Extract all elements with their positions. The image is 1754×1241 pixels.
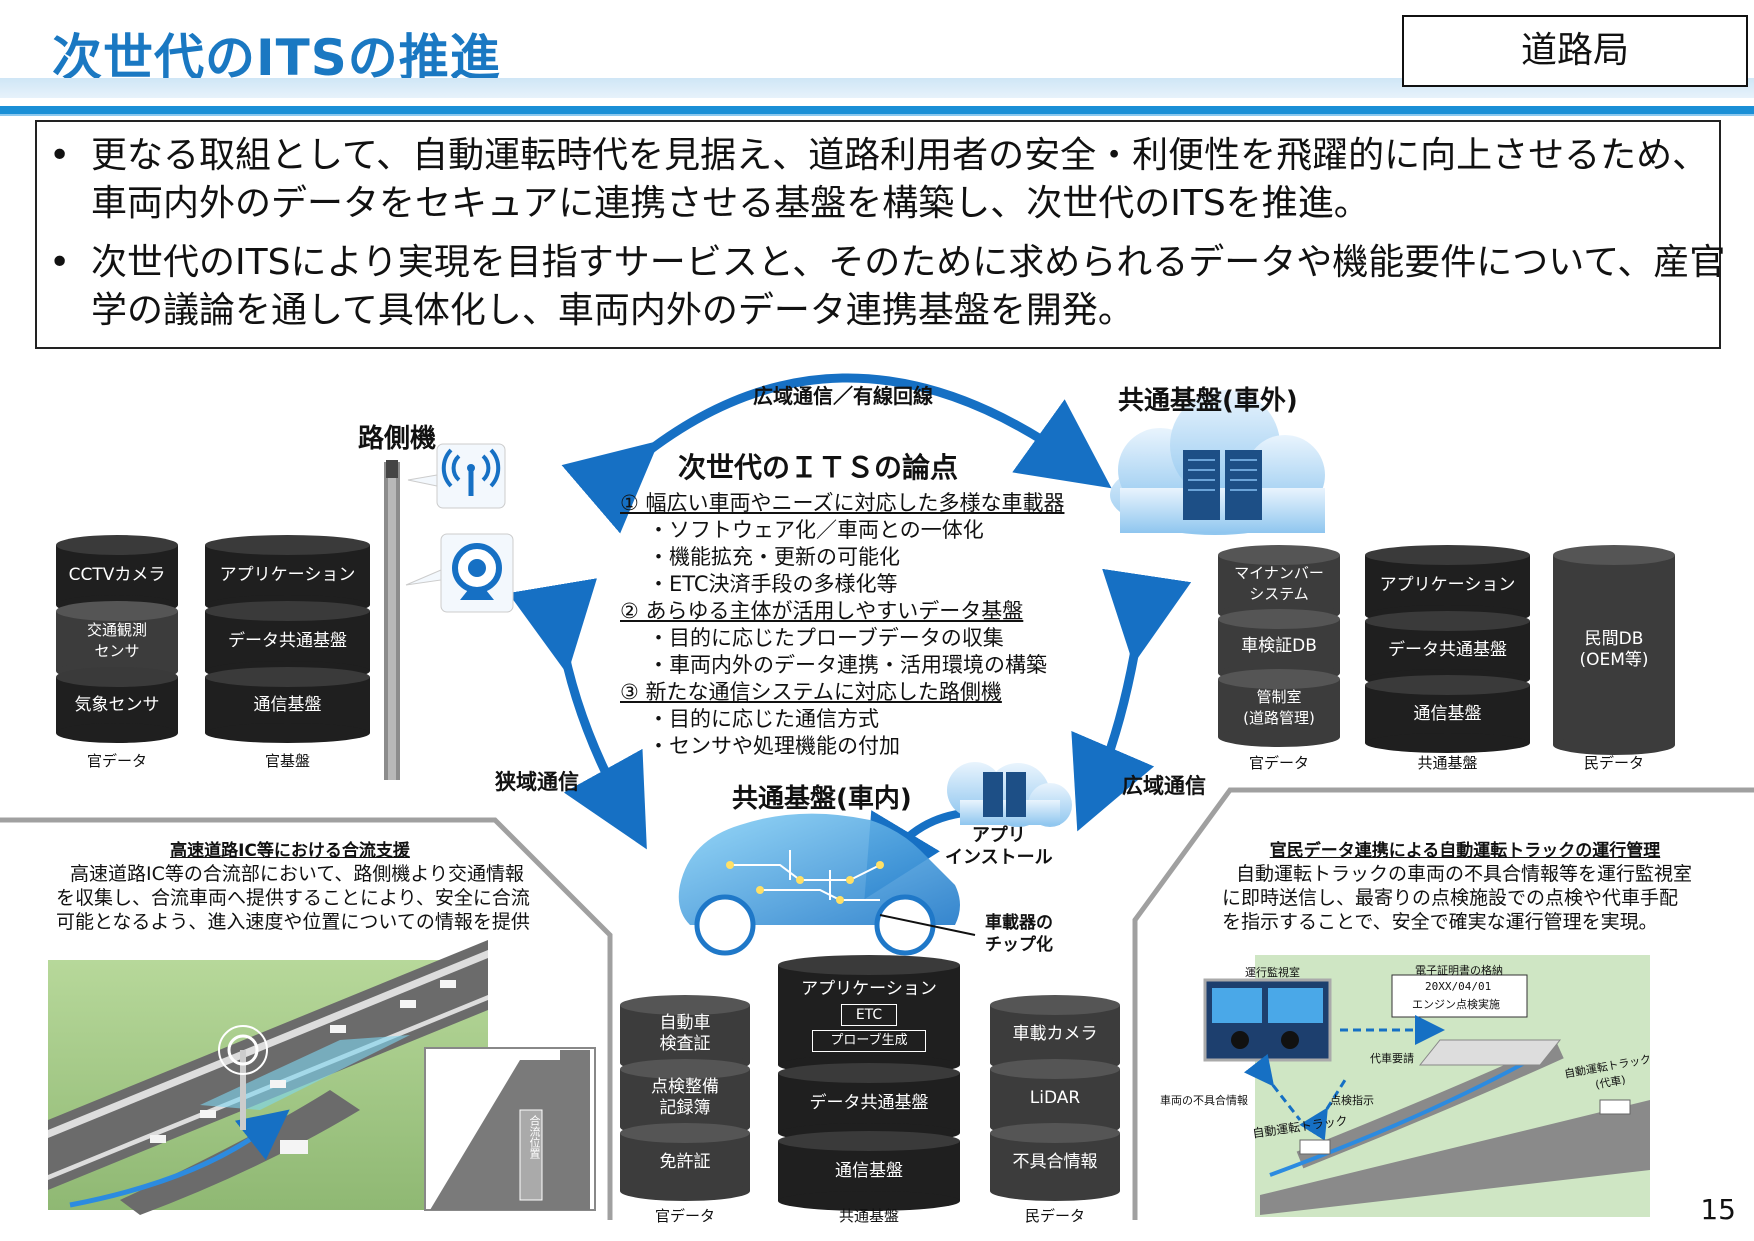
left-arrow xyxy=(508,578,647,850)
point-item: ・目的に応じたプローブデータの収集 xyxy=(648,626,1004,650)
cyl-segment: 管制室 (道路管理) xyxy=(1218,669,1340,747)
cyl-segment: 自動車 検査証 xyxy=(620,995,750,1073)
caption: 官データ xyxy=(654,1207,715,1225)
truck-management-scene xyxy=(1203,955,1650,1217)
cyl-segment: 民間DB (OEM等) xyxy=(1553,545,1675,755)
cyl-segment: データ共通基盤 xyxy=(205,601,370,681)
cyl-segment: アプリケーション xyxy=(1365,545,1530,625)
bullet-dot: • xyxy=(49,135,71,176)
points-list: ① 幅広い車両やニーズに対応した多様な車載器 ・ソフトウェア化／車両との一体化 … xyxy=(620,490,1064,760)
caption: 共通基盤 xyxy=(1417,754,1478,772)
cyl-segment: アプリケーション ETC プローブ生成 xyxy=(778,955,960,1075)
caption: 民データ xyxy=(1583,754,1644,772)
inside-priv-cylinder: 車載カメラ LiDAR 不具合情報 xyxy=(990,995,1120,1201)
roadside-label: 路側機 xyxy=(358,424,437,454)
caption: 民データ xyxy=(1024,1207,1085,1225)
header-rule-light xyxy=(0,114,1754,116)
probe-box: プローブ生成 xyxy=(812,1029,926,1052)
cloud-icon xyxy=(1110,390,1325,535)
caption: 官基盤 xyxy=(264,752,310,770)
outside-priv-cylinder: 民間DB (OEM等) xyxy=(1553,545,1675,755)
cyl-segment: 車載カメラ xyxy=(990,995,1120,1073)
app-cloud-icon xyxy=(947,762,1072,827)
cyl-segment: 不具合情報 xyxy=(990,1123,1120,1201)
cyl-segment: 気象センサ xyxy=(56,667,178,743)
outside-gov-cylinder: マイナンバー システム 車検証DB 管制室 (道路管理) xyxy=(1218,545,1340,747)
caption: 官データ xyxy=(86,752,147,770)
arrow-label-right: 広域通信 xyxy=(1122,774,1206,798)
inside-label: 共通基盤(車内) xyxy=(732,784,912,814)
right-case-heading: 官民データ連携による自動運転トラックの運行管理 xyxy=(1269,841,1661,861)
left-case-text: 高速道路IC等の合流部において、路側機より交通情報を収集し、合流車両へ提供するこ… xyxy=(56,863,530,933)
summary-box: • 更なる取組として、自動運転時代を見据え、道路利用者の安全・利便性を飛躍的に向… xyxy=(35,120,1725,349)
cyl-segment: 免許証 xyxy=(620,1123,750,1201)
right-case-text: 自動運転トラックの車両の不具合情報等を運行監視室に即時送信し、最寄りの点検施設で… xyxy=(1222,863,1693,933)
expressway-scene xyxy=(48,940,596,1215)
cyl-segment: マイナンバー システム xyxy=(1218,545,1340,623)
cyl-segment: 交通観測 センサ xyxy=(56,601,178,681)
arrow-label-top: 広域通信／有線回線 xyxy=(753,384,933,408)
inspect-command-label: 点検指示 xyxy=(1330,1094,1374,1107)
cyl-segment: データ共通基盤 xyxy=(1365,611,1530,689)
right-frame xyxy=(1132,787,1754,1220)
cert-text: エンジン点検実施 xyxy=(1412,998,1500,1011)
left-case-heading: 高速道路IC等における合流支援 xyxy=(170,841,410,861)
point-title: ③ 新たな通信システムに対応した路側機 xyxy=(620,680,1002,704)
cyl-segment: 通信基盤 xyxy=(205,667,370,743)
arrow-label-left: 狭域通信 xyxy=(495,770,579,794)
page-title: 次世代のITSの推進 xyxy=(52,29,501,87)
cyl-segment: CCTVカメラ xyxy=(56,535,178,615)
cyl-segment: 通信基盤 xyxy=(1365,675,1530,753)
roadside-gov-cylinder: CCTVカメラ 交通観測 センサ 気象センサ xyxy=(56,535,178,743)
cyl-segment: アプリケーション xyxy=(205,535,370,615)
left-frame xyxy=(0,817,613,1220)
point-item: ・センサや処理機能の付加 xyxy=(648,734,900,758)
bullet-text: 次世代のITSにより実現を目指すサービスと、そのために求められるデータや機能要件… xyxy=(91,242,1726,331)
point-item: ・機能拡充・更新の可能化 xyxy=(648,545,900,569)
point-title: ① 幅広い車両やニーズに対応した多様な車載器 xyxy=(620,491,1065,515)
base-app-label: アプリケーション xyxy=(801,978,937,999)
etc-box: ETC xyxy=(841,1003,897,1026)
chip-label: 車載器の チップ化 xyxy=(985,913,1053,955)
cyl-segment: 点検整備 記録簿 xyxy=(620,1059,750,1137)
point-item: ・目的に応じた通信方式 xyxy=(648,707,879,731)
points-heading: 次世代のＩＴＳの論点 xyxy=(678,451,959,484)
cyl-segment: 通信基盤 xyxy=(778,1131,960,1211)
point-item: ・ソフトウェア化／車両との一体化 xyxy=(648,518,984,542)
cyl-segment: データ共通基盤 xyxy=(778,1063,960,1143)
point-item: ・ETC決済手段の多様化等 xyxy=(648,572,898,596)
replace-request-label: 代車要請 xyxy=(1370,1052,1414,1065)
cert-title: 電子証明書の格納 xyxy=(1415,964,1503,977)
header-band xyxy=(0,78,1754,98)
cert-date: 20XX/04/01 xyxy=(1425,980,1492,993)
top-arc-arrow xyxy=(561,373,1112,534)
connected-car-icon xyxy=(678,813,960,956)
caption: 共通基盤 xyxy=(838,1207,899,1225)
cyl-segment: LiDAR xyxy=(990,1059,1120,1137)
point-title: ② あらゆる主体が活用しやすいデータ基盤 xyxy=(620,599,1024,623)
chip-leader xyxy=(879,914,976,936)
cyl-segment: 車検証DB xyxy=(1218,609,1340,683)
page-number: 15 xyxy=(1700,1193,1736,1226)
header-rule xyxy=(0,106,1754,114)
inside-base-cylinder: アプリケーション ETC プローブ生成 データ共通基盤 通信基盤 xyxy=(778,955,960,1211)
outside-base-cylinder: アプリケーション データ共通基盤 通信基盤 xyxy=(1365,545,1530,753)
roadside-base-cylinder: アプリケーション データ共通基盤 通信基盤 xyxy=(205,535,370,743)
merge-sign: 合流位置 xyxy=(528,1115,541,1159)
right-arrow xyxy=(1071,568,1192,832)
bullet-dot: • xyxy=(49,242,71,283)
point-item: ・車両内外のデータ連携・活用環境の構築 xyxy=(648,653,1047,677)
bullet-text: 更なる取組として、自動運転時代を見据え、道路利用者の安全・利便性を飛躍的に向上さ… xyxy=(91,135,1709,224)
caption: 官データ xyxy=(1248,754,1309,772)
outside-label: 共通基盤(車外) xyxy=(1118,386,1298,416)
app-install-label: アプリ インストール xyxy=(945,825,1053,868)
bureau-label: 道路局 xyxy=(1402,15,1748,87)
fault-info-label: 車両の不具合情報 xyxy=(1160,1094,1248,1107)
inside-gov-cylinder: 自動車 検査証 点検整備 記録簿 免許証 xyxy=(620,995,750,1201)
monitor-room-label: 運行監視室 xyxy=(1245,966,1300,979)
